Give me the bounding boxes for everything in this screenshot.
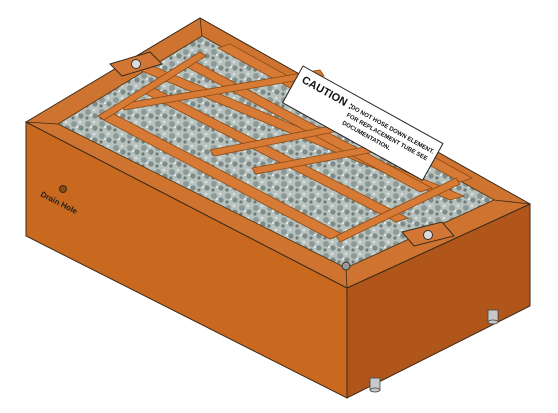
bolt-icon (131, 59, 141, 69)
rim-bevels (25, 17, 531, 289)
foot-front (369, 377, 381, 393)
foot-right (487, 309, 499, 325)
bracket-bottom-right (401, 221, 455, 247)
caution-label-background (281, 65, 444, 181)
bolt-icon (423, 230, 433, 240)
drain-hole-icon (59, 185, 67, 193)
fitting-icon (341, 261, 351, 271)
feet (369, 309, 499, 393)
bracket-top-left (109, 51, 163, 77)
